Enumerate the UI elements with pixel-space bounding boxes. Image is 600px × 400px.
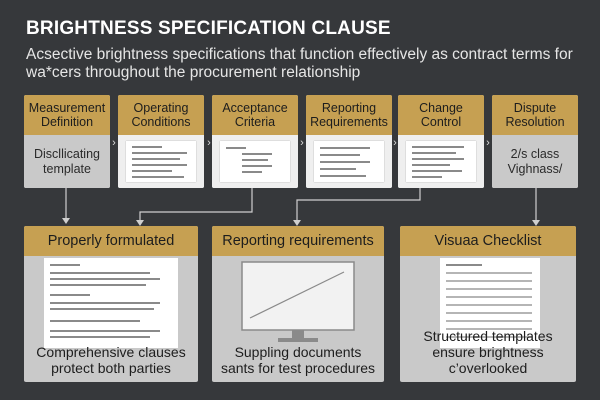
card-caption: Comprehensive clauses protect both parti… (36, 344, 186, 376)
contract-document-image (44, 258, 178, 348)
card-properly-formulated-language: Properly formulated language Comprehensi… (24, 226, 198, 382)
arrow-right-icon: › (300, 137, 304, 149)
connector-arrowhead-4 (532, 220, 540, 226)
stage-body: Discllicating template (24, 135, 110, 188)
stage-acceptance-criteria: Acceptance Criteria (212, 95, 298, 188)
stage-body: 2/s class Vighnass/ (492, 135, 578, 188)
stage-dispute-resolution: Dispute Resolution 2/s class Vighnass/ (492, 95, 578, 188)
stage-measurement-definition: Measurement Definition Discllicating tem… (24, 95, 110, 188)
arrow-right-icon: › (393, 137, 397, 149)
connector-arrowhead-2 (136, 220, 144, 226)
stage-label: Operating Conditions (118, 95, 204, 135)
connector-arrowhead-1 (62, 218, 70, 224)
arrow-right-icon: › (207, 137, 211, 149)
document-page (314, 141, 384, 182)
page-title: BRIGHTNESS SPECIFICATION CLAUSE (26, 18, 391, 39)
card-caption: Structured templates ensure brightness c… (423, 328, 553, 376)
stage-document-thumbnail (398, 135, 484, 188)
arrow-right-icon: › (486, 137, 490, 149)
arrow-right-icon: › (112, 137, 116, 149)
stage-change-control: Change Control (398, 95, 484, 188)
card-caption: Suppling documents sants for test proced… (220, 344, 376, 376)
checklist-image (440, 258, 540, 348)
connector-2 (139, 188, 253, 220)
stage-label: Reporting Requirements (306, 95, 392, 135)
card-visual-checklist: Visuaa Checklist Structured templates en… (400, 226, 576, 382)
stage-document-thumbnail (212, 135, 298, 188)
stage-operating-conditions: Operating Conditions (118, 95, 204, 188)
card-title: Visuaa Checklist (400, 226, 576, 256)
connector-arrowhead-3 (293, 220, 301, 226)
monitor-icon (241, 261, 355, 342)
card-reporting-requirements: Reporting requirements Suppling document… (212, 226, 384, 382)
card-title: Properly formulated language (24, 226, 198, 279)
stage-label: Acceptance Criteria (212, 95, 298, 135)
card-title: Reporting requirements (212, 226, 384, 256)
connector-3 (296, 188, 421, 220)
document-page (220, 141, 290, 182)
document-page (126, 141, 196, 182)
stage-label: Dispute Resolution (492, 95, 578, 135)
stage-label: Measurement Definition (24, 95, 110, 135)
page-subtitle: Acsective brightness specifications that… (26, 46, 573, 81)
document-page (406, 141, 476, 182)
stage-label: Change Control (398, 95, 484, 135)
stage-document-thumbnail (306, 135, 392, 188)
stage-document-thumbnail (118, 135, 204, 188)
stage-reporting-requirements: Reporting Requirements (306, 95, 392, 188)
